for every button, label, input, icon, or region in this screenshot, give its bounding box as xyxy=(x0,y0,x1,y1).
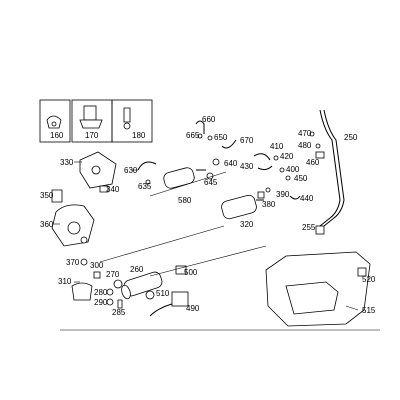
fuel-line-250: 250 xyxy=(319,109,358,227)
label-635: 635 xyxy=(138,182,152,191)
clamp-450: 450 xyxy=(285,174,308,183)
label-490: 490 xyxy=(186,304,200,313)
label-390: 390 xyxy=(276,190,290,199)
label-350: 350 xyxy=(40,191,54,200)
label-460: 460 xyxy=(306,158,320,167)
label-470: 470 xyxy=(298,129,312,138)
label-630: 630 xyxy=(124,166,138,175)
clamp-270: 270 xyxy=(106,270,123,289)
label-280: 280 xyxy=(94,288,108,297)
label-260: 260 xyxy=(130,265,144,274)
label-160: 160 xyxy=(50,131,64,140)
valve-block-360: 360 xyxy=(40,204,95,247)
label-380: 380 xyxy=(262,200,276,209)
label-360: 360 xyxy=(40,220,54,229)
pump-bracket-310: 310 xyxy=(58,277,93,301)
label-440: 440 xyxy=(300,194,314,203)
label-500: 500 xyxy=(184,268,198,277)
clamp-635: 635 xyxy=(138,179,152,191)
clamp-640: 640 xyxy=(212,158,238,168)
clip-470: 470 xyxy=(298,129,315,138)
label-250: 250 xyxy=(344,133,358,142)
inset-box-160: 160 xyxy=(39,99,71,143)
label-300: 300 xyxy=(90,261,104,270)
label-410: 410 xyxy=(270,142,284,151)
label-645: 645 xyxy=(204,178,218,187)
clip-380: 380 xyxy=(257,191,276,209)
mount-350: 350 xyxy=(40,189,63,203)
label-520: 520 xyxy=(362,275,376,284)
screw-300: 300 xyxy=(90,261,104,279)
fuel-filter-320: 320 xyxy=(221,194,264,229)
connector-500: 500 xyxy=(175,265,198,277)
sensor-520: 520 xyxy=(357,267,376,284)
label-450: 450 xyxy=(294,174,308,183)
clip-460: 460 xyxy=(306,151,325,167)
inset-box-170: 170 xyxy=(71,99,113,143)
clip-480: 480 xyxy=(298,141,321,150)
label-290: 290 xyxy=(94,298,108,307)
label-370: 370 xyxy=(66,258,80,267)
inset-box-180: 180 xyxy=(111,99,153,143)
label-255: 255 xyxy=(302,223,316,232)
washer-280: 280 xyxy=(94,288,114,297)
label-515: 515 xyxy=(362,306,376,315)
clamp-390: 390 xyxy=(265,187,290,199)
hose-410: 410 xyxy=(253,142,284,161)
clamp-650: 650 xyxy=(207,133,228,142)
assembly-leader-tank xyxy=(149,245,267,277)
clamp-665: 665 xyxy=(186,131,203,140)
label-420: 420 xyxy=(280,152,294,161)
hose-660: 660 xyxy=(195,115,216,134)
hose-630: 630 xyxy=(124,161,157,175)
label-665: 665 xyxy=(186,131,200,140)
nut-370: 370 xyxy=(66,258,88,267)
bracket-330: 330 xyxy=(60,151,117,189)
fuel-filter-580: 580 xyxy=(163,167,206,205)
label-180: 180 xyxy=(132,131,146,140)
label-650: 650 xyxy=(214,133,228,142)
assembly-leader-top xyxy=(149,171,227,197)
label-170: 170 xyxy=(85,131,99,140)
label-400: 400 xyxy=(286,165,300,174)
label-310: 310 xyxy=(58,277,72,286)
nut-290: 290 xyxy=(94,298,114,307)
relay-490: 490 xyxy=(149,291,200,317)
hose-440: 440 xyxy=(289,194,314,203)
clip-340: 340 xyxy=(99,185,120,194)
hose-430: 430 xyxy=(240,162,273,171)
label-320: 320 xyxy=(240,220,254,229)
label-510: 510 xyxy=(156,289,170,298)
label-640: 640 xyxy=(224,159,238,168)
label-270: 270 xyxy=(106,270,120,279)
label-670: 670 xyxy=(240,136,254,145)
plug-510: 510 xyxy=(145,289,170,300)
label-660: 660 xyxy=(202,115,216,124)
fuel-pump-260: 260 xyxy=(121,265,163,300)
clamp-400: 400 xyxy=(279,165,300,174)
label-580: 580 xyxy=(178,196,192,205)
label-340: 340 xyxy=(106,185,120,194)
label-430: 430 xyxy=(240,162,254,171)
hose-670: 670 xyxy=(221,136,254,149)
label-330: 330 xyxy=(60,158,74,167)
fuel-tank-515: 515 xyxy=(265,251,376,327)
label-285: 285 xyxy=(112,308,126,317)
label-480: 480 xyxy=(298,141,312,150)
clamp-420: 420 xyxy=(273,152,294,161)
bolt-285: 285 xyxy=(112,299,126,317)
connector-255: 255 xyxy=(302,223,325,235)
assembly-leader-mid xyxy=(99,225,225,263)
